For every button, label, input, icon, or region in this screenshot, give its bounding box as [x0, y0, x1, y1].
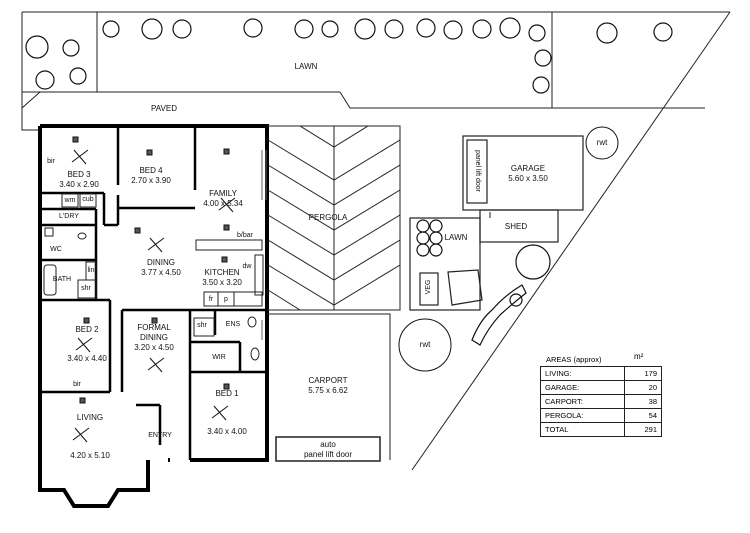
carport-name: CARPORT: [308, 376, 348, 385]
room-living: LIVING: [77, 413, 103, 423]
kitchen-name: KITCHEN: [204, 268, 240, 277]
areas-value: 54: [624, 408, 662, 423]
bed4-dim: 2.70 x 3.90: [131, 176, 171, 185]
p-label: p: [224, 296, 228, 303]
room-family: FAMILY 4.00 x 5.34: [203, 189, 243, 209]
interior-walls: [40, 126, 267, 460]
areas-row: GARAGE:20: [540, 380, 662, 395]
windows: [261, 150, 267, 340]
veg-label: VEG: [425, 279, 432, 295]
entry-label: ENTRY: [148, 432, 172, 439]
lawn-small-label: LAWN: [444, 233, 468, 242]
rainwater-tanks: [398, 126, 619, 372]
kitchen-bench: [195, 239, 264, 307]
cub-label: cub: [82, 196, 94, 203]
lawn-label: LAWN: [294, 62, 318, 71]
bir-top-label: bir: [47, 158, 55, 165]
pergola-label: PERGOLA: [308, 213, 348, 222]
carport-dim: 5.75 x 6.62: [308, 386, 348, 395]
wm-label: wm: [64, 197, 76, 204]
bbar-label: b/bar: [237, 232, 253, 239]
garage-name: GARAGE: [510, 164, 546, 173]
paved-label: PAVED: [151, 104, 177, 113]
pergola: [267, 125, 401, 311]
areas-unit: m²: [634, 352, 644, 361]
room-bed1-dim: 3.40 x 4.00: [207, 427, 247, 436]
ceiling-fan-icons: [71, 136, 236, 443]
tree-icons: [25, 17, 673, 346]
shr-bath-label: shr: [81, 285, 91, 292]
rwt-top-label: rwt: [596, 138, 608, 147]
areas-label: LIVING:: [540, 366, 625, 381]
formal-dining-dim: 3.20 x 4.50: [134, 343, 174, 352]
garage-dim: 5.60 x 3.50: [508, 174, 548, 183]
room-bed2-dim: 3.40 x 4.40: [67, 354, 107, 363]
dining-dim: 3.77 x 4.50: [141, 268, 181, 277]
auto-door-line1: auto: [320, 440, 336, 449]
bed3-name: BED 3: [67, 170, 91, 179]
shr-ens-label: shr: [197, 322, 207, 329]
site-boundary: [21, 11, 731, 471]
bathroom-fixtures: [43, 193, 260, 361]
family-name: FAMILY: [209, 189, 237, 198]
room-bed1: BED 1: [215, 389, 238, 399]
shed-label: SHED: [504, 222, 528, 231]
auto-door-line2: panel lift door: [303, 450, 353, 459]
room-formal-dining: FORMAL DINING 3.20 x 4.50: [134, 323, 174, 353]
areas-label: CARPORT:: [540, 394, 625, 409]
kitchen-dim: 3.50 x 3.20: [202, 278, 242, 287]
auto-door-label: auto panel lift door: [304, 440, 352, 460]
room-bed4: BED 4 2.70 x 3.90: [131, 166, 171, 186]
family-dim: 4.00 x 5.34: [203, 199, 243, 208]
ldry-label: L'DRY: [59, 213, 79, 220]
bed1-name: BED 1: [215, 389, 239, 398]
areas-value: 179: [624, 366, 662, 381]
rwt-mid-label: rwt: [419, 340, 431, 349]
areas-row: CARPORT:38: [540, 394, 662, 409]
garage-label: GARAGE 5.60 x 3.50: [508, 164, 548, 184]
carport-label: CARPORT 5.75 x 6.62: [308, 376, 348, 396]
areas-total-value: 291: [624, 422, 662, 437]
formal-dining-name2: DINING: [140, 333, 168, 342]
dw-label: dw: [242, 263, 252, 270]
room-bed3: BED 3 3.40 x 2.90: [59, 170, 99, 190]
living-name: LIVING: [76, 413, 104, 422]
areas-row: LIVING:179: [540, 366, 662, 381]
bed2-name: BED 2: [75, 325, 99, 334]
bed4-name: BED 4: [139, 166, 163, 175]
room-bed2: BED 2: [75, 325, 98, 335]
room-kitchen: KITCHEN 3.50 x 3.20: [202, 268, 242, 288]
areas-value: 38: [624, 394, 662, 409]
formal-dining-name: FORMAL: [137, 323, 171, 332]
house-walls: [38, 124, 269, 508]
carport: [267, 313, 391, 462]
wir-label: WIR: [212, 354, 226, 361]
areas-label: PERGOLA:: [540, 408, 625, 423]
lin-label: lin: [87, 267, 95, 274]
areas-row: PERGOLA:54: [540, 408, 662, 423]
garage: [409, 135, 584, 311]
areas-value: 20: [624, 380, 662, 395]
room-living-dim: 4.20 x 5.10: [70, 451, 110, 460]
fr-label: fr: [208, 296, 214, 303]
wc-label: WC: [50, 246, 62, 253]
ens-label: ENS: [225, 321, 241, 328]
areas-label: GARAGE:: [540, 380, 625, 395]
bir-bed2-label: bir: [73, 381, 81, 388]
dining-name: DINING: [147, 258, 175, 267]
room-dining: DINING 3.77 x 4.50: [141, 258, 181, 278]
areas-total-label: TOTAL: [540, 422, 625, 437]
garage-door-label: panel lift door: [474, 149, 481, 193]
bed3-dim: 3.40 x 2.90: [59, 180, 99, 189]
bath-label: BATH: [52, 276, 72, 283]
areas-title: AREAS (approx): [546, 355, 602, 364]
areas-table: LIVING:179 GARAGE:20 CARPORT:38 PERGOLA:…: [540, 366, 662, 437]
